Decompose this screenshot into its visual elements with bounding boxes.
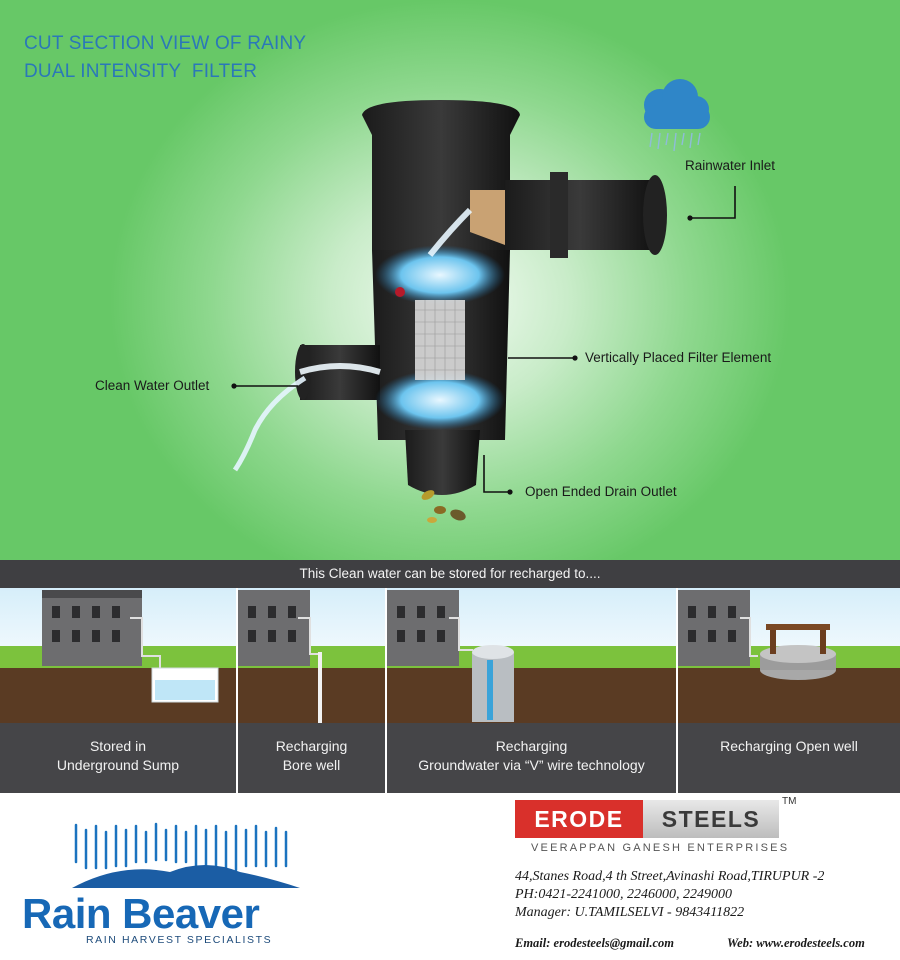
panel-1-label: Stored in Underground Sump xyxy=(0,723,236,793)
panel-3-line-1: Recharging xyxy=(495,738,568,754)
steels-logo-grey: STEELS xyxy=(643,800,779,838)
panel-v-wire: Recharging Groundwater via “V” wire tech… xyxy=(387,588,676,793)
panel-4-label: Recharging Open well xyxy=(678,723,900,793)
filter-cutaway-diagram xyxy=(231,100,736,523)
building-icon xyxy=(42,590,219,703)
panel-3-line-2: Groundwater via “V” wire technology xyxy=(418,757,645,773)
rain-beaver-wordmark: Rain Beaver xyxy=(22,890,260,937)
title-line-2: DUAL INTENSITY FILTER xyxy=(24,61,258,82)
callout-clean-water-outlet: Clean Water Outlet xyxy=(95,378,210,393)
panel-bore-well: Recharging Bore well xyxy=(238,588,385,793)
open-well-icon xyxy=(678,590,836,680)
company-address: 44,Stanes Road,4 th Street,Avinashi Road… xyxy=(515,869,825,884)
rain-cloud-icon xyxy=(644,79,710,152)
panel-open-well: Recharging Open well xyxy=(678,588,900,793)
panel-2-line-2: Bore well xyxy=(282,757,341,773)
company-manager: Manager: U.TAMILSELVI - 9843411822 xyxy=(515,905,745,920)
company-email[interactable]: Email: erodesteels@gmail.com xyxy=(515,936,674,950)
rain-beaver-logo-icon xyxy=(72,822,300,888)
title-line-1: CUT SECTION VIEW OF RAINY xyxy=(24,33,307,54)
panel-underground-sump: Stored in Underground Sump xyxy=(0,588,236,793)
bore-well-icon xyxy=(238,590,322,723)
panel-2-label: Recharging Bore well xyxy=(238,723,385,793)
callout-drain-outlet: Open Ended Drain Outlet xyxy=(525,484,677,499)
v-wire-well-icon xyxy=(387,590,514,722)
recharge-caption: This Clean water can be stored for recha… xyxy=(0,560,900,588)
callout-filter-element: Vertically Placed Filter Element xyxy=(585,350,772,365)
company-phone: PH:0421-2241000, 2246000, 2249000 xyxy=(515,887,732,902)
rain-beaver-tagline: RAIN HARVEST SPECIALISTS xyxy=(86,934,273,946)
callout-rainwater-inlet: Rainwater Inlet xyxy=(685,158,776,173)
panel-3-label: Recharging Groundwater via “V” wire tech… xyxy=(387,723,676,793)
panel-1-line-1: Stored in xyxy=(89,738,147,754)
panel-2-line-1: Recharging xyxy=(275,738,348,754)
panel-1-line-2: Underground Sump xyxy=(56,757,180,773)
page-title: CUT SECTION VIEW OF RAINY DUAL INTENSITY… xyxy=(24,30,306,86)
company-name: VEERAPPAN GANESH ENTERPRISES xyxy=(531,842,790,854)
recharge-panels: Stored in Underground Sump Recharging Bo… xyxy=(0,588,900,793)
erode-logo-red: ERODE xyxy=(515,800,643,838)
trademark-mark: TM xyxy=(782,796,797,807)
company-website[interactable]: Web: www.erodesteels.com xyxy=(727,936,865,950)
panel-4-line-1: Recharging Open well xyxy=(720,738,858,754)
